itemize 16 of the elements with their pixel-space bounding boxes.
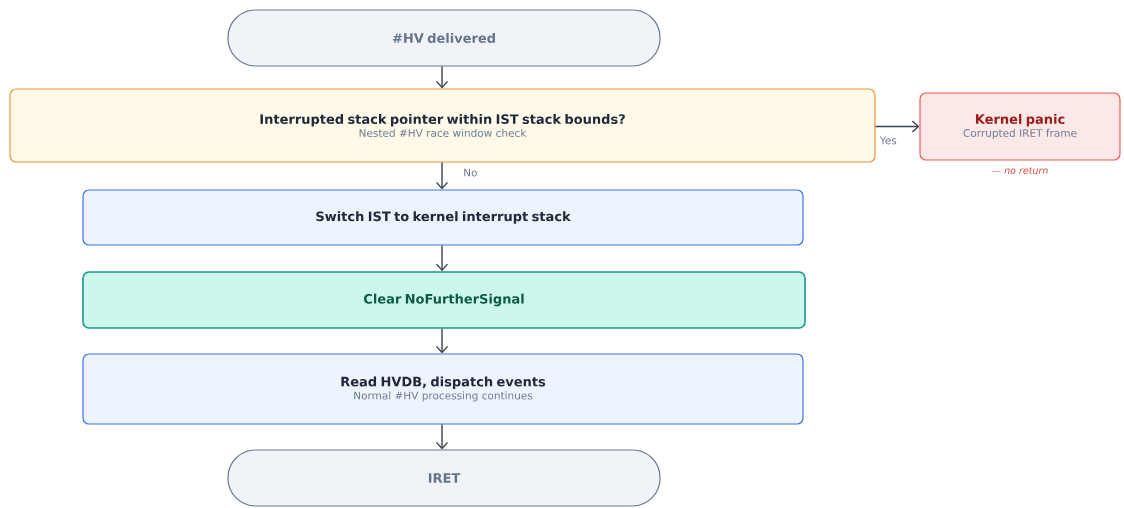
terminal-pill: IRET [227, 449, 661, 507]
arrow [435, 161, 449, 190]
arrow [874, 120, 920, 133]
arrow [435, 423, 449, 450]
note-text: — no return [992, 167, 1048, 174]
edge-label: Yes [878, 135, 898, 146]
edge-label: No [462, 167, 479, 178]
arrow [435, 328, 449, 354]
decision-box: Interrupted stack pointer within IST stack bounds? Nested #HV race window check [9, 88, 876, 163]
process-box: Read HVDB, dispatch events Normal #HV processing continues [82, 353, 804, 425]
terminal-pill: #HV delivered [227, 9, 661, 67]
process-box: Switch IST to kernel interrupt stack [82, 189, 804, 246]
arrow [435, 65, 449, 89]
arrow [435, 244, 449, 272]
error-box: Kernel panic Corrupted IRET frame [919, 92, 1121, 161]
process-box: Clear NoFurtherSignal [82, 271, 806, 329]
